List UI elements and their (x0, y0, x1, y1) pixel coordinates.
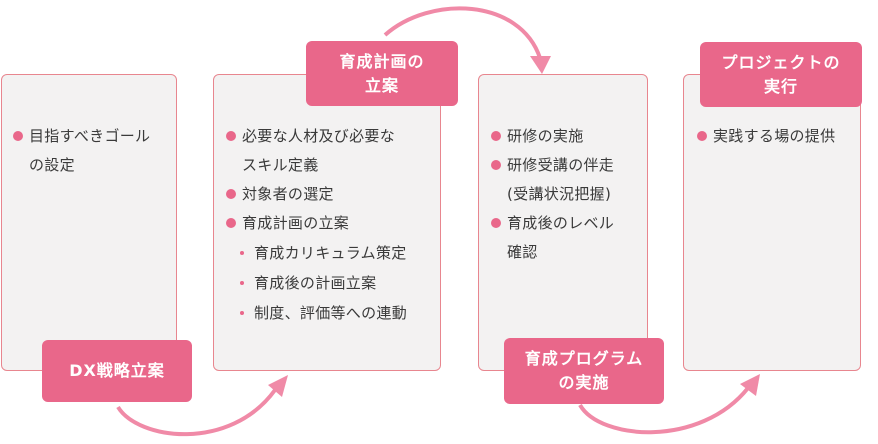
bullet-icon (697, 131, 707, 141)
arrowhead-3-to-4-icon (740, 374, 760, 396)
bullet-icon (226, 189, 236, 199)
flow-arrow-1-to-2 (116, 388, 277, 437)
bullet-icon (491, 160, 501, 170)
bullet-item: 研修の実施 (491, 122, 646, 151)
bullet-item: 育成後のレベル 確認 (491, 209, 646, 267)
bullet-icon (226, 131, 236, 141)
bullet-text: 研修受講の伴走 (受講状況把握) (507, 156, 615, 203)
sub-bullet-icon (240, 311, 244, 315)
step-label-project-execution: プロジェクトの 実行 (700, 42, 862, 107)
bullet-text: 育成計画の立案 (242, 214, 350, 232)
sub-bullet-item: 育成カリキュラム策定 (226, 238, 438, 268)
bullet-item: 育成計画の立案 (226, 209, 438, 238)
bullet-text: 研修の実施 (507, 127, 584, 145)
bullet-item: 必要な人材及び必要な スキル定義 (226, 122, 438, 180)
bullet-icon (491, 218, 501, 228)
step-3-item-list: 研修の実施 研修受講の伴走 (受講状況把握) 育成後のレベル 確認 (491, 122, 646, 267)
arrowhead-1-to-2-icon (268, 375, 288, 397)
step-label-training-plan: 育成計画の 立案 (306, 41, 458, 106)
sub-bullet-item: 制度、評価等への連動 (226, 298, 438, 328)
bullet-text: 実践する場の提供 (713, 127, 836, 145)
bullet-text: 必要な人材及び必要な スキル定義 (242, 127, 396, 174)
step-4-item-list: 実践する場の提供 (697, 122, 857, 151)
step-card-dx-strategy (1, 74, 177, 371)
bullet-icon (491, 131, 501, 141)
bullet-item: 目指すべきゴール の設定 (13, 122, 173, 180)
sub-bullet-icon (240, 281, 244, 285)
sub-bullet-icon (240, 251, 244, 255)
sub-bullet-text: 制度、評価等への連動 (254, 304, 408, 322)
bullet-text: 育成後のレベル 確認 (507, 214, 615, 261)
sub-bullet-text: 育成後の計画立案 (254, 274, 377, 292)
bullet-item: 研修受講の伴走 (受講状況把握) (491, 151, 646, 209)
bullet-text: 対象者の選定 (242, 185, 334, 203)
bullet-icon (226, 218, 236, 228)
step-2-item-list: 必要な人材及び必要な スキル定義 対象者の選定 育成計画の立案 育成カリキュラム… (226, 122, 438, 328)
sub-bullet-text: 育成カリキュラム策定 (254, 244, 407, 262)
step-card-program-execution (478, 74, 648, 371)
sub-bullet-item: 育成後の計画立案 (226, 268, 438, 298)
flow-arrow-2-to-3 (383, 6, 542, 59)
bullet-icon (13, 131, 23, 141)
step-card-project-execution (683, 74, 861, 371)
step-label-program-execution: 育成プログラム の実施 (504, 338, 664, 404)
step-label-dx-strategy: DX戦略立案 (42, 340, 192, 402)
step-card-training-plan (213, 74, 441, 371)
bullet-item: 対象者の選定 (226, 180, 438, 209)
bullet-text: 目指すべきゴール の設定 (29, 127, 151, 174)
step-1-item-list: 目指すべきゴール の設定 (13, 122, 173, 180)
flow-arrow-3-to-4 (578, 386, 750, 435)
arrowhead-2-to-3-icon (530, 56, 551, 74)
bullet-item: 実践する場の提供 (697, 122, 857, 151)
